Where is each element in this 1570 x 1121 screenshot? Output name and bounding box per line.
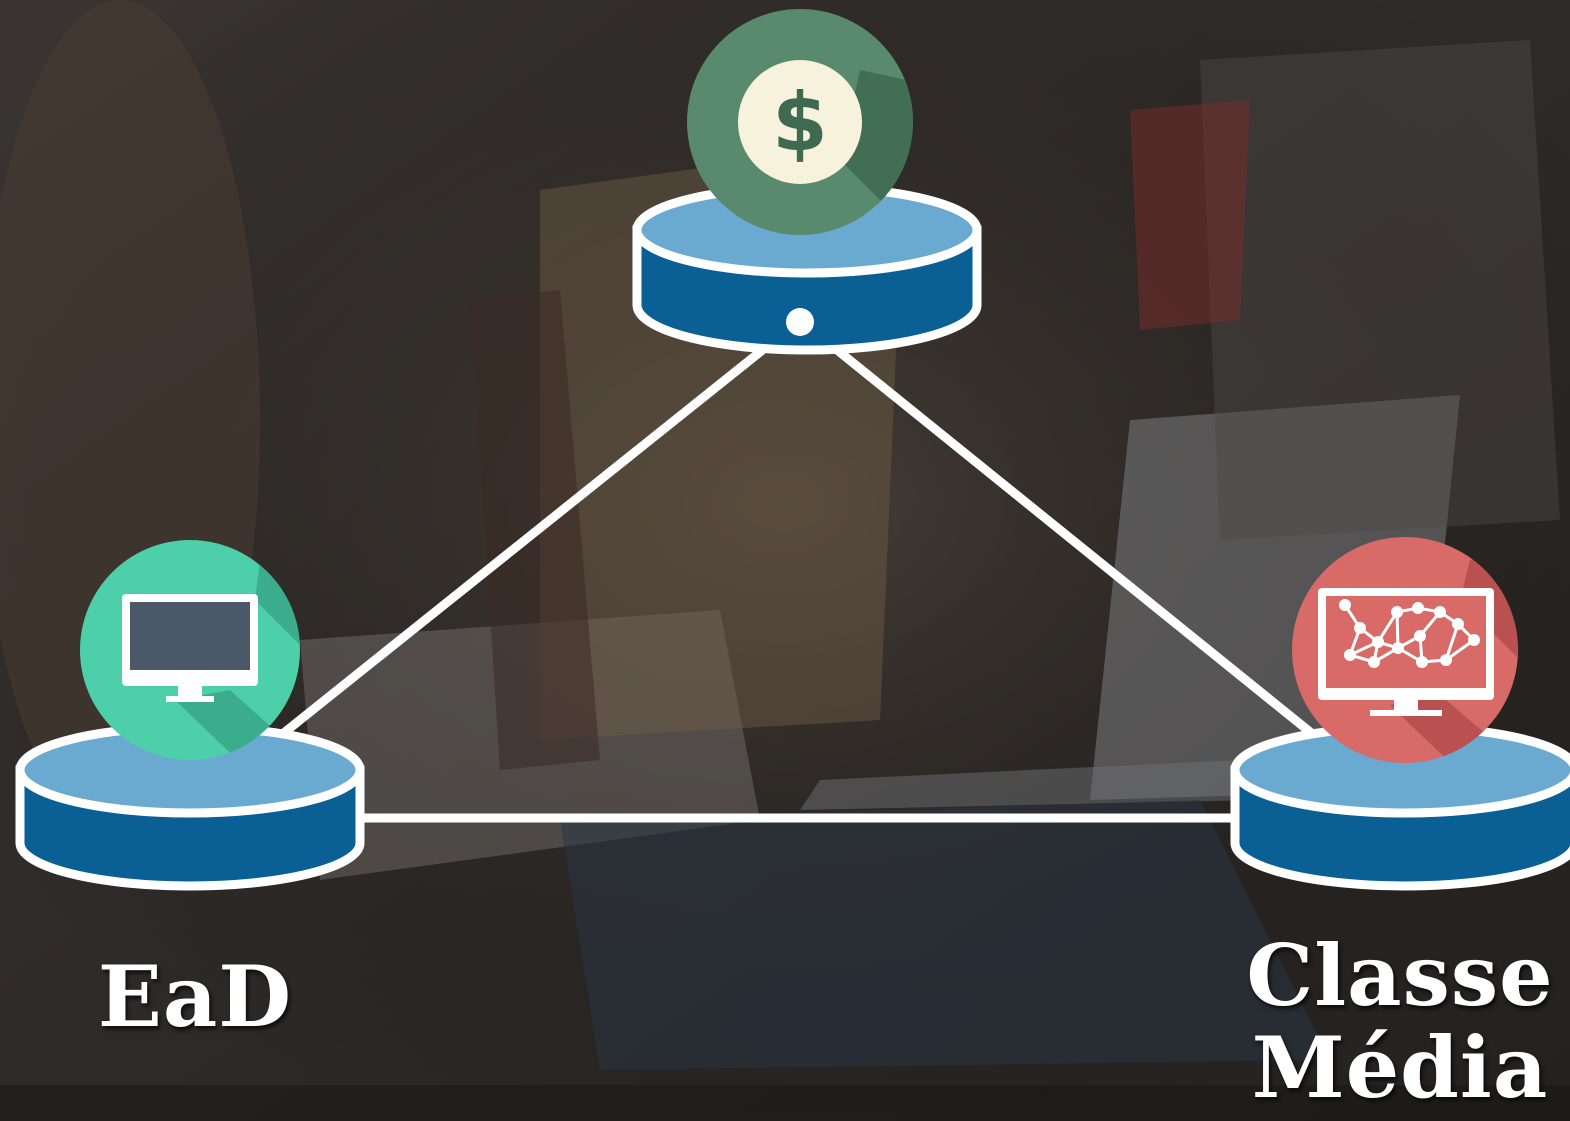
node-dot [786, 308, 814, 336]
node-money: $ [632, 9, 982, 355]
node-classe [1230, 537, 1570, 891]
label-ead: EaD [97, 947, 293, 1046]
svg-text:$: $ [772, 76, 828, 169]
line-money-ead [270, 315, 805, 745]
label-classe-line2: Média [1251, 1018, 1549, 1118]
disc-classe [1230, 722, 1570, 891]
line-money-classe [795, 315, 1325, 745]
label-classe-media: Classe Média [1230, 926, 1570, 1118]
dollar-coin-icon: $ [687, 9, 913, 235]
connector-lines [270, 315, 1325, 823]
label-classe-line1: Classe [1246, 926, 1554, 1025]
